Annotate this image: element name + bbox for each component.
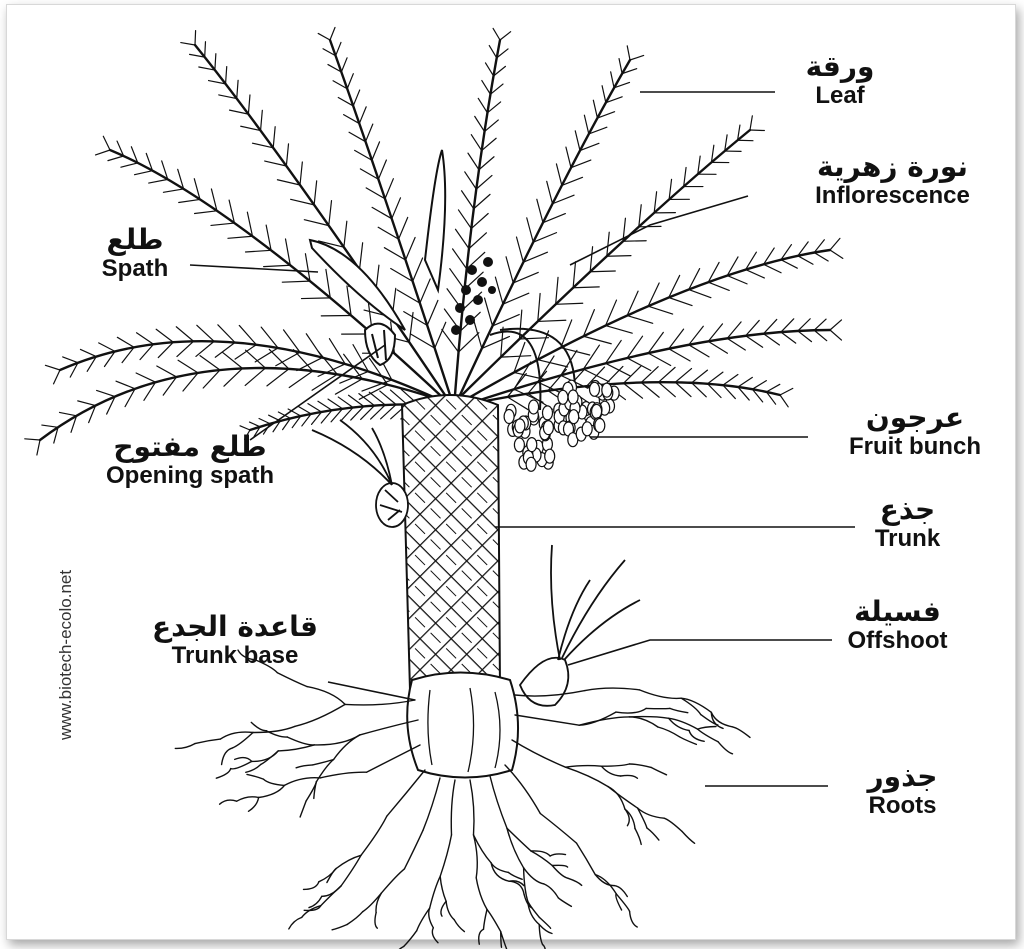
label-trunk-base-en: Trunk base xyxy=(130,643,340,669)
inflorescence-cluster xyxy=(451,257,496,335)
label-trunk-en: Trunk xyxy=(845,526,970,552)
label-inflorescence-en: Inflorescence xyxy=(770,183,1015,209)
label-inflorescence: نورة زهرية Inflorescence xyxy=(770,152,1015,209)
trunk-base xyxy=(407,673,518,778)
label-opening-spath: طلع مفتوح Opening spath xyxy=(60,432,320,489)
label-fruit-bunch-ar: عرجون xyxy=(815,403,1015,434)
label-roots: جذور Roots xyxy=(840,762,965,819)
label-inflorescence-ar: نورة زهرية xyxy=(770,152,1015,183)
inflorescence-leader xyxy=(570,196,748,265)
side-pup xyxy=(312,420,408,527)
watermark: www.biotech-ecolo.net xyxy=(56,570,76,740)
label-trunk-base-ar: قاعدة الجدع xyxy=(130,612,340,643)
label-offshoot-en: Offshoot xyxy=(815,628,980,654)
spath-leader xyxy=(190,265,318,272)
label-trunk-base: قاعدة الجدع Trunk base xyxy=(130,612,340,669)
label-fruit-bunch: عرجون Fruit bunch xyxy=(815,403,1015,460)
offshoot-leader xyxy=(568,640,832,665)
label-leaf-ar: ورقة xyxy=(760,52,920,83)
trunk-base-leader xyxy=(328,682,415,700)
trunk xyxy=(402,395,500,698)
label-roots-ar: جذور xyxy=(840,762,965,793)
label-offshoot-ar: فسيلة xyxy=(815,597,980,628)
label-trunk-ar: جذع xyxy=(845,495,970,526)
label-roots-en: Roots xyxy=(840,793,965,819)
label-fruit-bunch-en: Fruit bunch xyxy=(815,434,1015,460)
opening-spath-leader xyxy=(250,345,385,440)
label-leaf: ورقة Leaf xyxy=(760,52,920,109)
label-trunk: جذع Trunk xyxy=(845,495,970,552)
label-spath-en: Spath xyxy=(70,256,200,282)
label-spath-ar: طلع xyxy=(70,225,200,256)
offshoot-art xyxy=(520,545,640,706)
label-opening-spath-ar: طلع مفتوح xyxy=(60,432,320,463)
label-offshoot: فسيلة Offshoot xyxy=(815,597,980,654)
label-leaf-en: Leaf xyxy=(760,83,920,109)
label-spath: طلع Spath xyxy=(70,225,200,282)
label-opening-spath-en: Opening spath xyxy=(60,463,320,489)
